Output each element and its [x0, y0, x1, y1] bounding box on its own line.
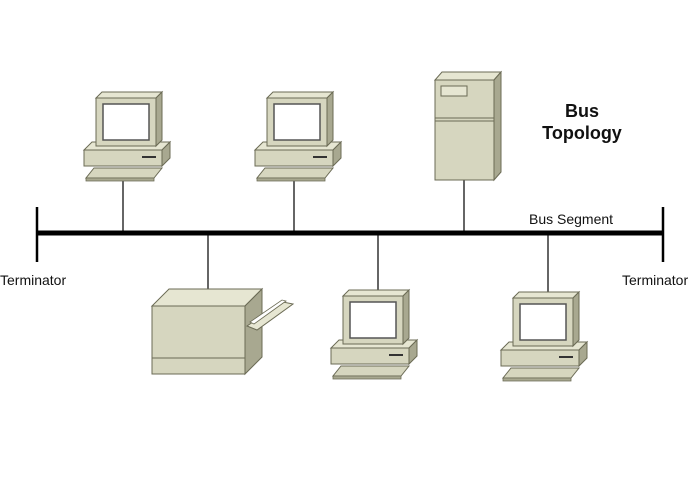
bus-segment-label: Bus Segment: [529, 211, 614, 227]
title-line-bus: Bus: [564, 101, 599, 121]
computer-icon: [254, 91, 342, 182]
server-icon: [433, 70, 503, 182]
diagram-title: Bus Topology: [527, 100, 637, 144]
printer-icon: [150, 287, 295, 376]
terminator-left-label: Terminator: [0, 272, 67, 288]
computer-icon: [500, 291, 588, 382]
title-line-topology: Topology: [542, 123, 622, 143]
computer-icon: [330, 289, 418, 380]
drop-cables: [122, 178, 549, 293]
terminator-right-label: Terminator: [622, 272, 689, 288]
computer-icon: [83, 91, 171, 182]
